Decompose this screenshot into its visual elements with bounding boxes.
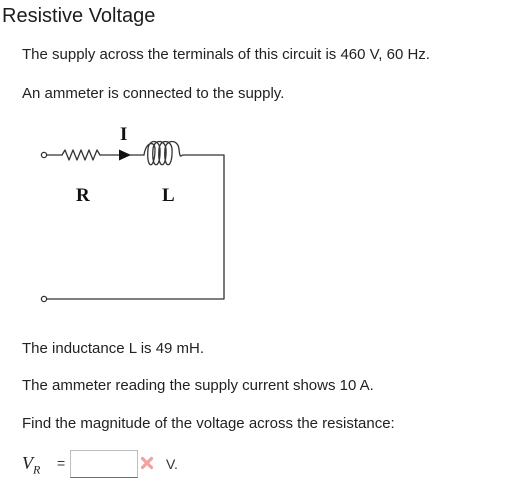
equals-sign: = bbox=[57, 455, 66, 471]
answer-input[interactable] bbox=[70, 450, 138, 478]
answer-unit: V. bbox=[166, 456, 178, 472]
supply-statement: The supply across the terminals of this … bbox=[22, 46, 430, 63]
resistor-label: R bbox=[76, 185, 90, 206]
answer-variable: V bbox=[22, 453, 33, 473]
top-terminal bbox=[40, 151, 48, 159]
current-label: I bbox=[120, 124, 127, 145]
red-x-icon bbox=[140, 456, 154, 470]
wire-right-return bbox=[45, 154, 225, 300]
task-statement: Find the magnitude of the voltage across… bbox=[22, 415, 395, 432]
inductor-label: L bbox=[162, 185, 175, 206]
answer-row: VR = V. bbox=[22, 449, 322, 481]
answer-variable-label: VR bbox=[22, 453, 40, 478]
current-arrow bbox=[119, 149, 131, 161]
resistor-symbol bbox=[61, 149, 101, 161]
answer-variable-subscript: R bbox=[33, 462, 41, 477]
bottom-terminal bbox=[40, 295, 48, 303]
ammeter-reading-statement: The ammeter reading the supply current s… bbox=[22, 377, 374, 394]
question-title: Resistive Voltage bbox=[2, 5, 156, 27]
inductor-symbol bbox=[143, 140, 184, 166]
inductance-statement: The inductance L is 49 mH. bbox=[22, 340, 205, 357]
ammeter-statement: An ammeter is connected to the supply. bbox=[22, 85, 285, 102]
